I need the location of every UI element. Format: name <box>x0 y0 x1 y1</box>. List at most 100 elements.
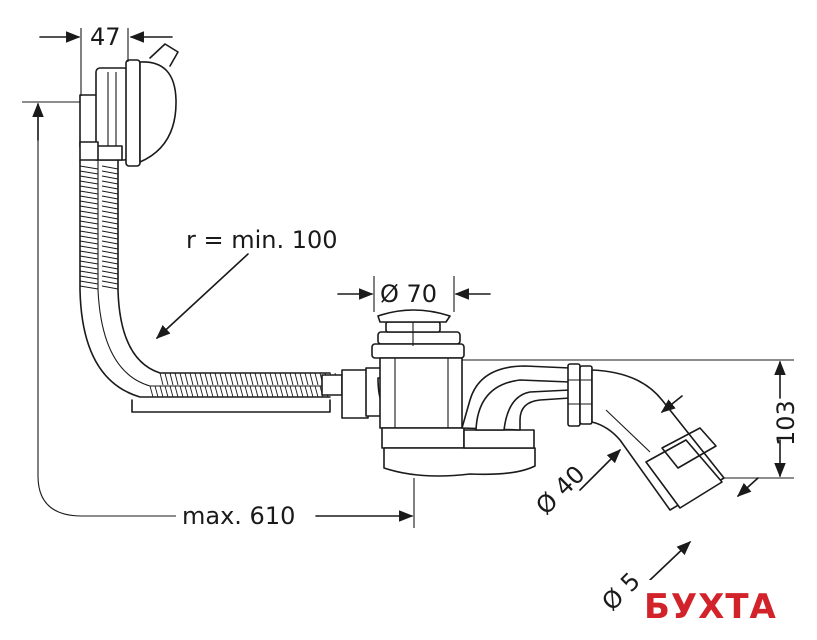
hose-rib <box>101 285 119 290</box>
hose-rib <box>224 385 229 398</box>
hose-rib <box>79 250 99 255</box>
pipe-diameter-large-dimension <box>649 477 759 581</box>
hose-rib <box>101 190 119 195</box>
hose-rib <box>79 285 99 290</box>
hose-rib <box>249 385 254 398</box>
hose-rib <box>209 385 214 398</box>
hose-rib <box>279 372 284 386</box>
pipe-diameter-large-label: Ø 5 <box>596 567 645 616</box>
hose-rib <box>101 220 119 225</box>
hose-rib <box>214 372 219 386</box>
hose-rib <box>304 372 309 386</box>
hose-rib <box>169 385 174 398</box>
overflow-head <box>79 43 179 167</box>
hose-rib <box>259 372 264 386</box>
hose-rib <box>229 372 234 386</box>
waste-valve-body <box>321 309 536 477</box>
hose-rib <box>79 210 99 215</box>
hose-rib <box>101 240 119 245</box>
hose-rib <box>79 265 99 270</box>
hose-rib <box>314 372 319 386</box>
overflow-width-label: 47 <box>90 23 121 51</box>
hose-rib <box>174 385 179 398</box>
hose-rib <box>101 195 119 200</box>
hose-rib <box>159 385 164 398</box>
hose-rib <box>209 372 214 386</box>
hose-rib <box>101 215 119 220</box>
hose-rib <box>199 372 204 386</box>
hose-rib <box>279 385 284 398</box>
outlet-diameter-dimension <box>337 276 491 312</box>
hose-rib <box>101 250 119 255</box>
hose-rib <box>259 385 264 398</box>
pipe-diameter-small-label: Ø 40 <box>530 460 590 520</box>
hose-rib <box>179 372 184 386</box>
bend-radius-label: r = min. 100 <box>186 226 338 254</box>
hose-rib <box>79 215 99 220</box>
hose-rib <box>101 235 119 240</box>
hose-rib <box>164 372 169 386</box>
hose-rib <box>294 385 299 398</box>
hose-rib <box>79 175 99 180</box>
hose-rib <box>79 240 99 245</box>
hose-rib <box>79 165 99 170</box>
hose-rib <box>149 385 154 398</box>
hose-rib <box>239 372 244 386</box>
hose-rib <box>101 265 119 270</box>
hose-rib <box>314 385 319 398</box>
hose-rib <box>164 385 169 398</box>
hose-rib <box>79 200 99 205</box>
hose-rib <box>264 385 269 398</box>
hose-rib <box>299 385 304 398</box>
hose-rib <box>194 385 199 398</box>
hose-rib <box>309 372 314 386</box>
hose-rib <box>274 372 279 386</box>
hose-rib <box>239 385 244 398</box>
hose-rib <box>204 385 209 398</box>
hose-rib <box>224 372 229 386</box>
hose-rib <box>194 372 199 386</box>
hose-rib <box>199 385 204 398</box>
hose-rib <box>79 230 99 235</box>
hose-rib <box>79 190 99 195</box>
hose-rib <box>101 170 119 175</box>
hose-rib <box>79 260 99 265</box>
hose-rib <box>79 235 99 240</box>
hose-rib <box>79 205 99 210</box>
hose-rib <box>159 372 164 386</box>
hose-rib <box>254 372 259 386</box>
hose-rib <box>101 175 119 180</box>
hose-rib <box>101 185 119 190</box>
hose-rib <box>244 372 249 386</box>
hose-rib <box>219 372 224 386</box>
hose-rib <box>219 385 224 398</box>
logo-text: БУХТА <box>644 587 777 627</box>
trap-height-label: 103 <box>772 400 800 446</box>
max-length-dimension <box>22 101 415 528</box>
hose-rib <box>299 372 304 386</box>
hose-rib <box>269 372 274 386</box>
hose-rib <box>79 195 99 200</box>
hose-rib <box>204 372 209 386</box>
hose-rib <box>101 205 119 210</box>
trap-height-dimension <box>462 359 794 479</box>
hose-rib <box>289 372 294 386</box>
hose-rib <box>264 372 269 386</box>
hose-rib <box>284 385 289 398</box>
hose-rib <box>179 385 184 398</box>
hose-rib <box>154 385 159 398</box>
hose-rib <box>101 200 119 205</box>
hose-rib <box>79 180 99 185</box>
hose-rib <box>174 372 179 386</box>
hose-rib <box>101 245 119 250</box>
hose-rib <box>101 165 119 170</box>
max-length-label: max. 610 <box>182 502 295 530</box>
trap-outlet <box>461 363 725 511</box>
hose-rib <box>101 225 119 230</box>
hose-rib <box>274 385 279 398</box>
hose-rib <box>284 372 289 386</box>
outlet-diameter-label: Ø 70 <box>380 280 437 308</box>
hose-rib <box>289 385 294 398</box>
